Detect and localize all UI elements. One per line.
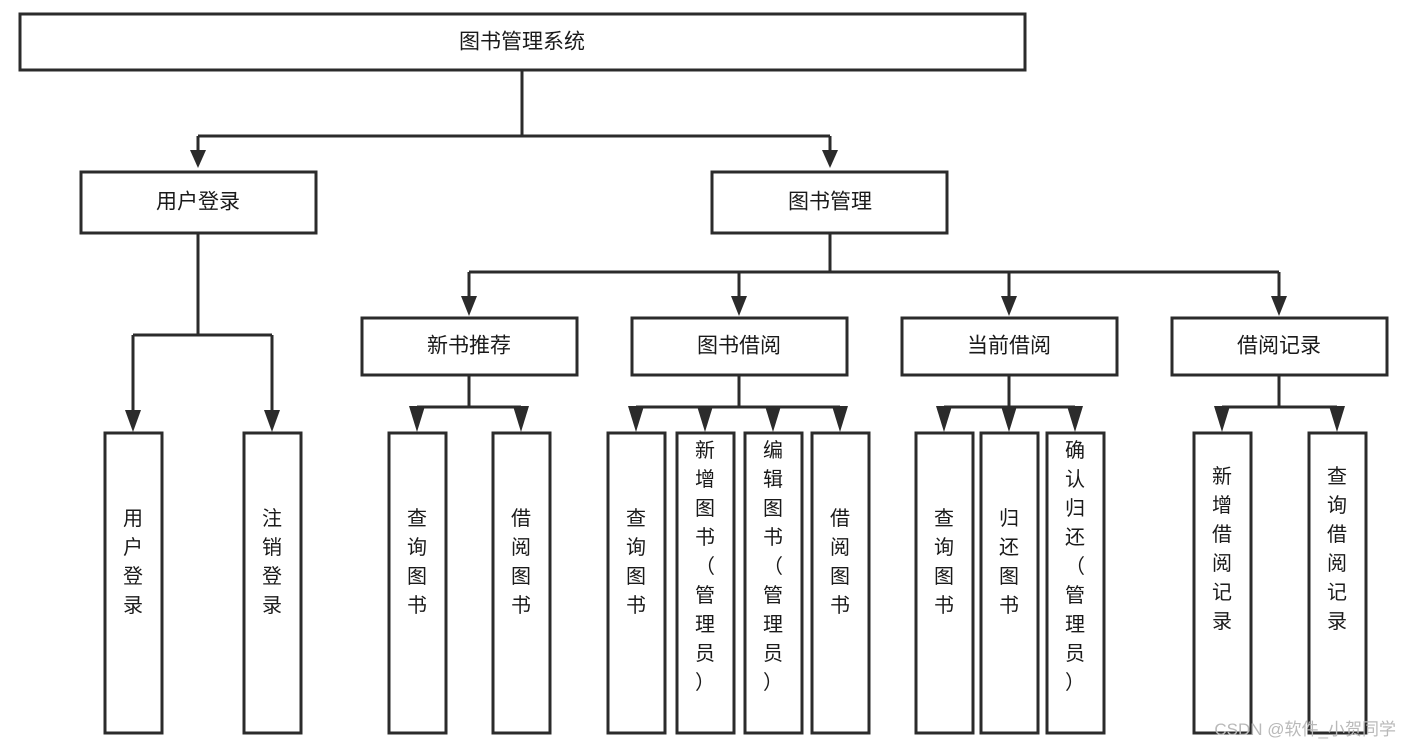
node-leaf-add-book[interactable]: 新增图书（管理员） (675, 431, 736, 735)
node-leaf-confirm-return[interactable]: 确认归还（管理员） (1045, 431, 1106, 735)
arrow-head-leaf-query-book-1 (409, 406, 425, 432)
arrow-head-leaf-add-record (1214, 406, 1230, 432)
arrow-head-user-login (190, 150, 206, 168)
node-borrow-record-label: 借阅记录 (1237, 335, 1321, 358)
node-leaf-add-record[interactable]: 新增借阅记录 (1192, 431, 1253, 735)
node-book-borrow[interactable]: 图书借阅 (630, 316, 849, 377)
node-leaf-edit-book[interactable]: 编辑图书（管理员） (743, 431, 804, 735)
node-leaf-confirm-return-box[interactable] (1045, 431, 1106, 735)
node-leaf-user-login-box[interactable] (103, 431, 164, 735)
node-leaf-query-book-2[interactable]: 查询图书 (606, 431, 667, 735)
arrow-head-leaf-confirm-return (1067, 406, 1083, 432)
arrow-head-book-manage (822, 150, 838, 168)
node-leaf-borrow-book-1-label: 借阅图书 (511, 507, 531, 617)
node-leaf-query-book-3-label: 查询图书 (934, 507, 954, 617)
node-user-login[interactable]: 用户登录 (79, 170, 318, 235)
node-book-manage-label: 图书管理 (788, 191, 872, 214)
node-leaf-edit-book-label: 编辑图书（管理员） (763, 439, 783, 694)
connector-layer (125, 70, 1345, 432)
node-leaf-query-book-3[interactable]: 查询图书 (914, 431, 975, 735)
node-leaf-return-book-box[interactable] (979, 431, 1040, 735)
node-leaf-borrow-book-2-label: 借阅图书 (830, 507, 850, 617)
node-borrow-record[interactable]: 借阅记录 (1170, 316, 1389, 377)
node-root[interactable]: 图书管理系统 (18, 12, 1027, 72)
node-leaf-user-logout[interactable]: 注销登录 (242, 431, 303, 735)
node-leaf-confirm-return-label: 确认归还（管理员） (1065, 439, 1085, 694)
arrow-head-book-borrow (731, 296, 747, 316)
arrow-head-new-book-recommend (461, 296, 477, 316)
node-current-borrow[interactable]: 当前借阅 (900, 316, 1119, 377)
arrow-head-leaf-borrow-book-2 (832, 406, 848, 432)
node-book-manage-box[interactable] (710, 170, 949, 235)
node-current-borrow-label: 当前借阅 (967, 335, 1051, 358)
node-user-login-label: 用户登录 (156, 191, 240, 214)
arrow-head-leaf-user-logout (264, 410, 280, 432)
node-leaf-add-book-label: 新增图书（管理员） (695, 439, 715, 694)
arrow-head-leaf-query-record (1329, 406, 1345, 432)
node-leaf-user-login[interactable]: 用户登录 (103, 431, 164, 735)
node-leaf-query-record-box[interactable] (1307, 431, 1368, 735)
node-leaf-query-book-2-label: 查询图书 (626, 507, 646, 617)
node-borrow-record-box[interactable] (1170, 316, 1389, 377)
node-new-book-recommend[interactable]: 新书推荐 (360, 316, 579, 377)
node-new-book-recommend-label: 新书推荐 (427, 335, 511, 358)
node-book-borrow-label: 图书借阅 (697, 335, 781, 358)
node-leaf-return-book-label: 归还图书 (999, 507, 1019, 617)
node-leaf-query-record[interactable]: 查询借阅记录 (1307, 431, 1368, 735)
node-leaf-borrow-book-2-box[interactable] (810, 431, 871, 735)
arrow-head-leaf-query-book-3 (936, 406, 952, 432)
node-leaf-query-book-1-box[interactable] (387, 431, 448, 735)
arrow-head-borrow-record (1271, 296, 1287, 316)
arrow-head-leaf-return-book (1001, 406, 1017, 432)
node-leaf-return-book[interactable]: 归还图书 (979, 431, 1040, 735)
arrow-head-leaf-edit-book (765, 406, 781, 432)
csdn-watermark: CSDN @软件_小贺同学 (1214, 720, 1396, 739)
node-book-borrow-box[interactable] (630, 316, 849, 377)
arrow-head-leaf-add-book (697, 406, 713, 432)
node-leaf-query-book-2-box[interactable] (606, 431, 667, 735)
node-leaf-borrow-book-2[interactable]: 借阅图书 (810, 431, 871, 735)
node-leaf-add-record-box[interactable] (1192, 431, 1253, 735)
node-leaf-add-record-label: 新增借阅记录 (1212, 465, 1232, 633)
node-leaf-borrow-book-1-box[interactable] (491, 431, 552, 735)
arrow-head-leaf-query-book-2 (628, 406, 644, 432)
node-leaf-user-logout-box[interactable] (242, 431, 303, 735)
arrow-head-current-borrow (1001, 296, 1017, 316)
node-leaf-query-book-1[interactable]: 查询图书 (387, 431, 448, 735)
node-leaf-borrow-book-1[interactable]: 借阅图书 (491, 431, 552, 735)
arrow-head-leaf-borrow-book-1 (513, 406, 529, 432)
node-book-manage[interactable]: 图书管理 (710, 170, 949, 235)
node-leaf-user-logout-label: 注销登录 (262, 507, 282, 617)
node-leaf-query-record-label: 查询借阅记录 (1327, 465, 1347, 633)
node-leaf-user-login-label: 用户登录 (123, 508, 143, 617)
node-leaf-add-book-box[interactable] (675, 431, 736, 735)
node-leaf-query-book-1-label: 查询图书 (407, 507, 427, 617)
node-leaf-edit-book-box[interactable] (743, 431, 804, 735)
node-user-login-box[interactable] (79, 170, 318, 235)
node-root-box[interactable] (18, 12, 1027, 72)
arrow-head-leaf-user-login (125, 410, 141, 432)
node-current-borrow-box[interactable] (900, 316, 1119, 377)
node-leaf-query-book-3-box[interactable] (914, 431, 975, 735)
node-root-label: 图书管理系统 (459, 31, 585, 54)
node-new-book-recommend-box[interactable] (360, 316, 579, 377)
